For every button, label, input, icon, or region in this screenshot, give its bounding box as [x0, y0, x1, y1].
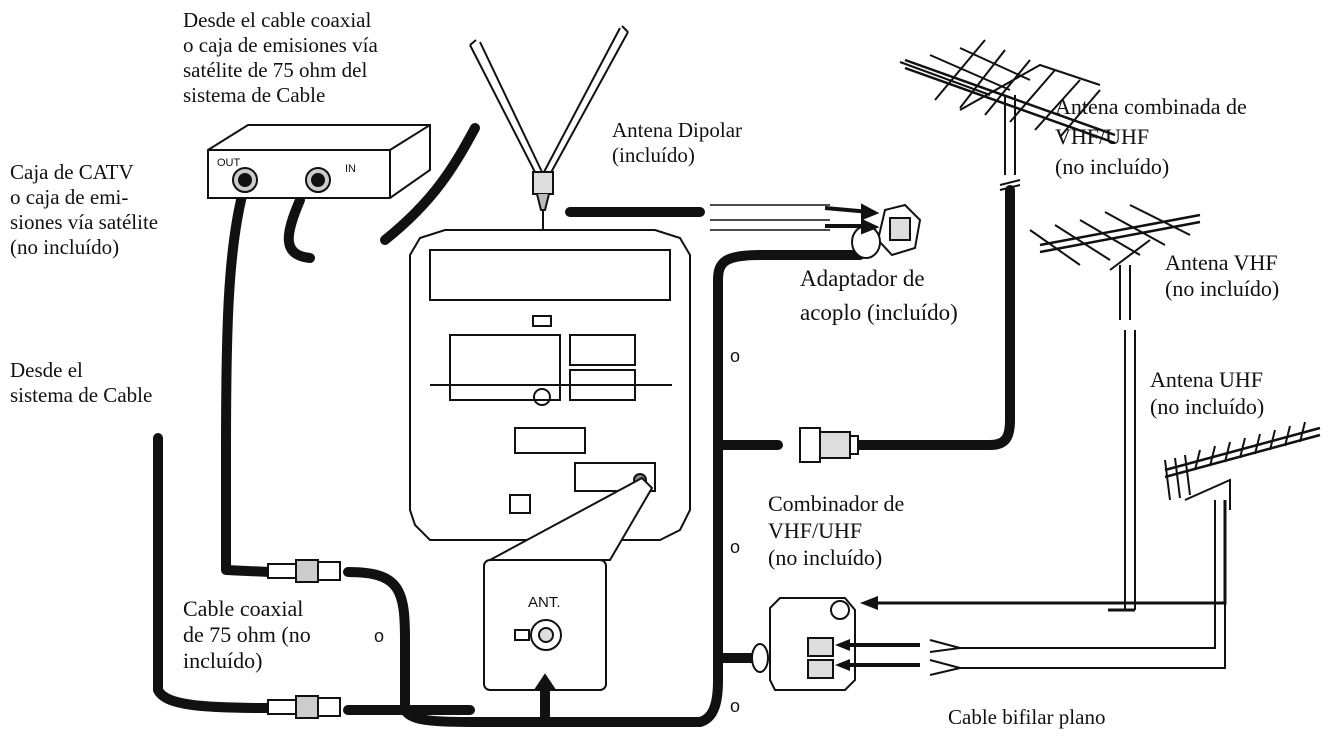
label-twin-lead: Cable bifilar plano: [948, 705, 1106, 729]
or-mark: o: [730, 346, 741, 366]
label-cable-system: Desde el sistema de Cable: [10, 358, 153, 407]
ant-jack-label: ANT.: [528, 594, 561, 611]
tv-rear: [409, 229, 691, 541]
or-mark: o: [730, 537, 741, 557]
combined-vhf-uhf-antenna: [899, 39, 1116, 191]
coax-connectors: [267, 559, 341, 719]
cable-combined-antenna: [852, 185, 1015, 450]
label-vhf-antenna: Antena VHF (no incluído): [1165, 250, 1280, 301]
cable-coax-to-ant-upper: [343, 567, 705, 727]
label-dipole-antenna: Antena Dipolar (incluído): [612, 118, 743, 167]
arrowheads: [835, 596, 878, 671]
or-mark: o: [374, 626, 385, 646]
cable-box-out-to-coax: [221, 187, 275, 577]
or-mark: o: [730, 696, 741, 716]
f-connector: [799, 427, 859, 463]
cable-main-vertical: [695, 250, 865, 727]
label-combined-antenna: Antena combinada de VHF/UHF (no incluído…: [1055, 94, 1247, 179]
matching-adapter: [710, 203, 922, 259]
label-combiner: Combinador de VHF/UHF (no incluído): [768, 491, 905, 570]
box-out-label: OUT: [217, 157, 241, 169]
box-in-label: IN: [345, 163, 356, 175]
vhf-antenna: [1029, 204, 1201, 320]
cable-from-cable-source: [380, 123, 480, 245]
label-uhf-antenna: Antena UHF (no incluído): [1150, 367, 1265, 419]
uhf-antenna: [1164, 421, 1321, 510]
ant-inset: [483, 476, 654, 691]
label-cable-source: Desde el cable coaxial o caja de emision…: [183, 8, 378, 107]
twin-lead: [840, 330, 1227, 676]
catv-box: [207, 124, 431, 199]
label-catv-box: Caja de CATV o caja de emi- siones vía s…: [10, 160, 159, 259]
cables: [153, 123, 1015, 727]
label-adapter: Adaptador de acoplo (incluído): [800, 266, 958, 325]
cable-from-cable-system: [153, 433, 273, 713]
vhf-uhf-combiner: [751, 597, 856, 691]
label-coax-cable: Cable coaxial de 75 ohm (no incluído): [183, 596, 311, 673]
cable-box-in: [283, 195, 315, 263]
